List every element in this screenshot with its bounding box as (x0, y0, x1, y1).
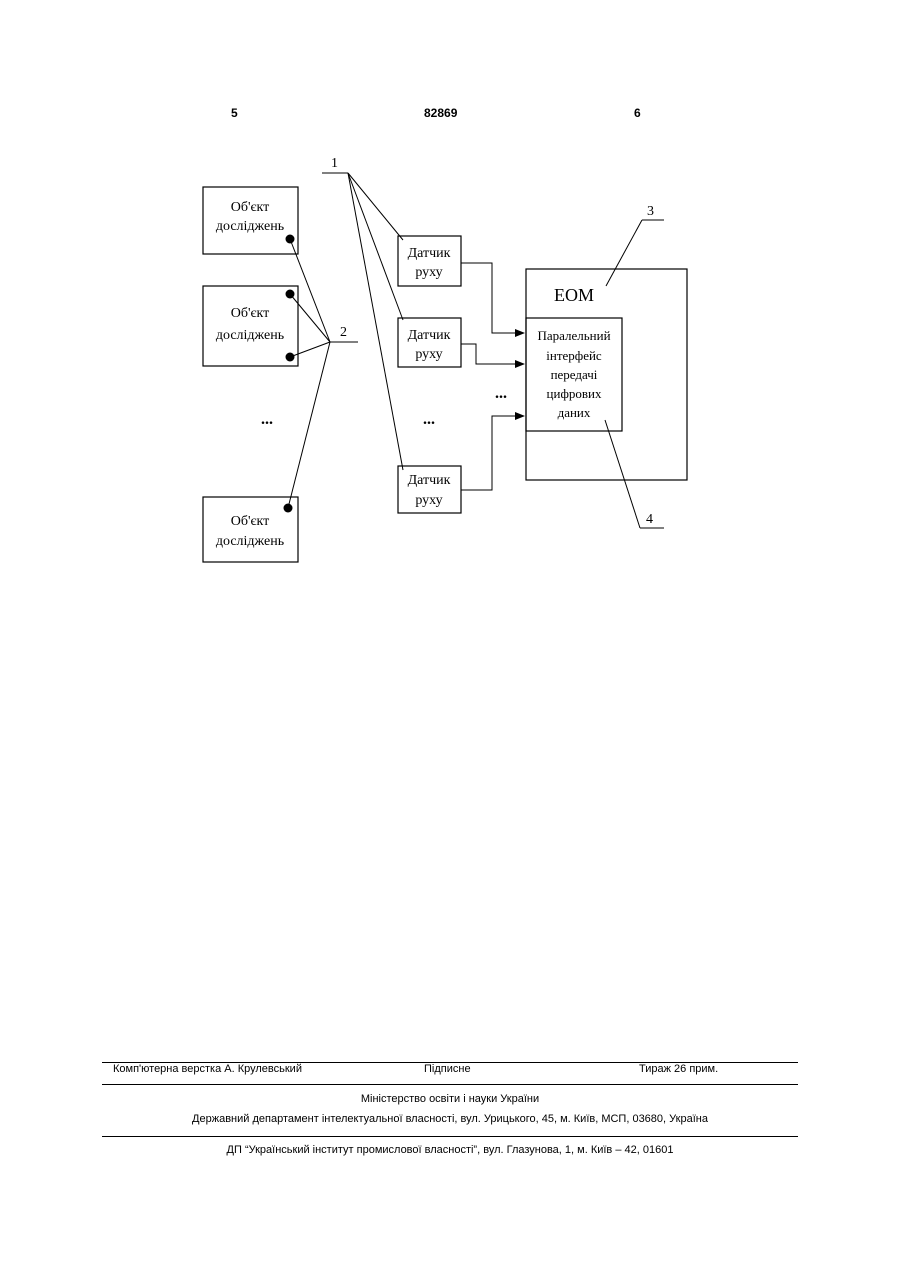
footer-rule-bottom (102, 1136, 798, 1137)
object-label-line2: досліджень (216, 219, 284, 234)
interface-label-line: інтерфейс (546, 348, 602, 363)
objects-ellipsis: ... (261, 411, 273, 428)
footer-signed: Підписне (424, 1063, 471, 1075)
footer-print-run: Тираж 26 прим. (639, 1063, 718, 1075)
callout-1-label: 1 (331, 156, 338, 171)
footer-layout-credit: Комп'ютерна верстка А. Крулевський (113, 1063, 302, 1075)
interface-label-line: передачі (551, 367, 598, 382)
object-label-line2: досліджень (216, 534, 284, 549)
object-label-line1: Об'єкт (231, 200, 270, 215)
footer-institute: ДП “Український інститут промислової вла… (0, 1144, 900, 1156)
sensor-label-line2: руху (415, 347, 442, 362)
footer-ministry: Міністерство освіти і науки України (0, 1093, 900, 1105)
interface-label-line: цифрових (547, 386, 602, 401)
block-diagram: Об'єкт досліджень Об'єкт досліджень ... … (0, 0, 900, 620)
footer-rule-middle (102, 1084, 798, 1085)
callout-4-label: 4 (646, 512, 653, 527)
object-label-line1: Об'єкт (231, 306, 270, 321)
sensors-ellipsis: ... (423, 411, 435, 428)
footer-department: Державний департамент інтелектуальної вл… (0, 1113, 900, 1125)
callout-1-leaders (322, 173, 403, 470)
sensor-label-line2: руху (415, 493, 442, 508)
callout-3-leader (606, 220, 664, 286)
object-label-line1: Об'єкт (231, 514, 270, 529)
computer-label: ЕОМ (554, 285, 594, 305)
interface-label-line: Паралельний (537, 328, 610, 343)
signal-arrows (461, 263, 524, 490)
arrows-ellipsis: ... (495, 385, 507, 402)
sensor-box-2: Датчик руху (398, 318, 461, 367)
callout-2-label: 2 (340, 325, 347, 340)
object-box-2: Об'єкт досліджень (203, 286, 298, 366)
callout-3-label: 3 (647, 204, 654, 219)
callout-2-leaders (288, 239, 358, 508)
sensor-label-line1: Датчик (408, 328, 451, 343)
sensor-box-3: Датчик руху (398, 466, 461, 513)
sensor-label-line1: Датчик (408, 473, 451, 488)
sensor-label-line2: руху (415, 265, 442, 280)
parallel-interface-box: Паралельний інтерфейс передачі цифрових … (526, 318, 622, 431)
sensor-label-line1: Датчик (408, 246, 451, 261)
object-label-line2: досліджень (216, 328, 284, 343)
object-box-3: Об'єкт досліджень (203, 497, 298, 562)
callout-4-leader (605, 420, 664, 528)
object-box-1: Об'єкт досліджень (203, 187, 298, 254)
interface-label-line: даних (558, 405, 591, 420)
sensor-box-1: Датчик руху (398, 236, 461, 286)
